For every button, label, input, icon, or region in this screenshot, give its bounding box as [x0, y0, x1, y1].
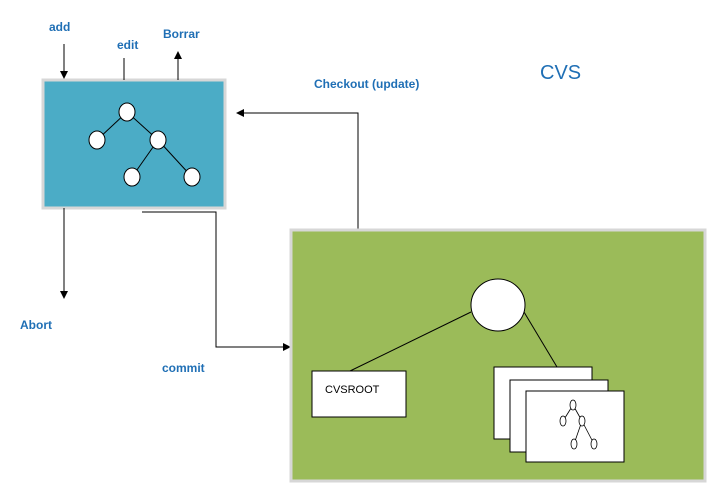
commit-arrow	[142, 211, 291, 351]
cvsroot-box	[311, 370, 407, 418]
repository-root-node	[470, 278, 526, 332]
abort-label: Abort	[20, 318, 52, 332]
edit-label: edit	[117, 38, 139, 52]
commit-label: commit	[162, 361, 205, 375]
checkout-label: Checkout (update)	[314, 77, 420, 91]
working-copy-tree-icon	[88, 102, 201, 187]
cvs-title: CVS	[540, 62, 582, 84]
module-tree-icon	[559, 399, 598, 450]
checkout-arrow	[236, 109, 484, 230]
add-label: add	[49, 20, 71, 34]
repository-box	[289, 228, 707, 483]
borrar-label: Borrar	[163, 27, 200, 41]
root-to-cvsroot-line	[349, 311, 472, 372]
cvsroot-label: CVSROOT	[325, 384, 380, 396]
working-copy-box	[41, 78, 227, 210]
